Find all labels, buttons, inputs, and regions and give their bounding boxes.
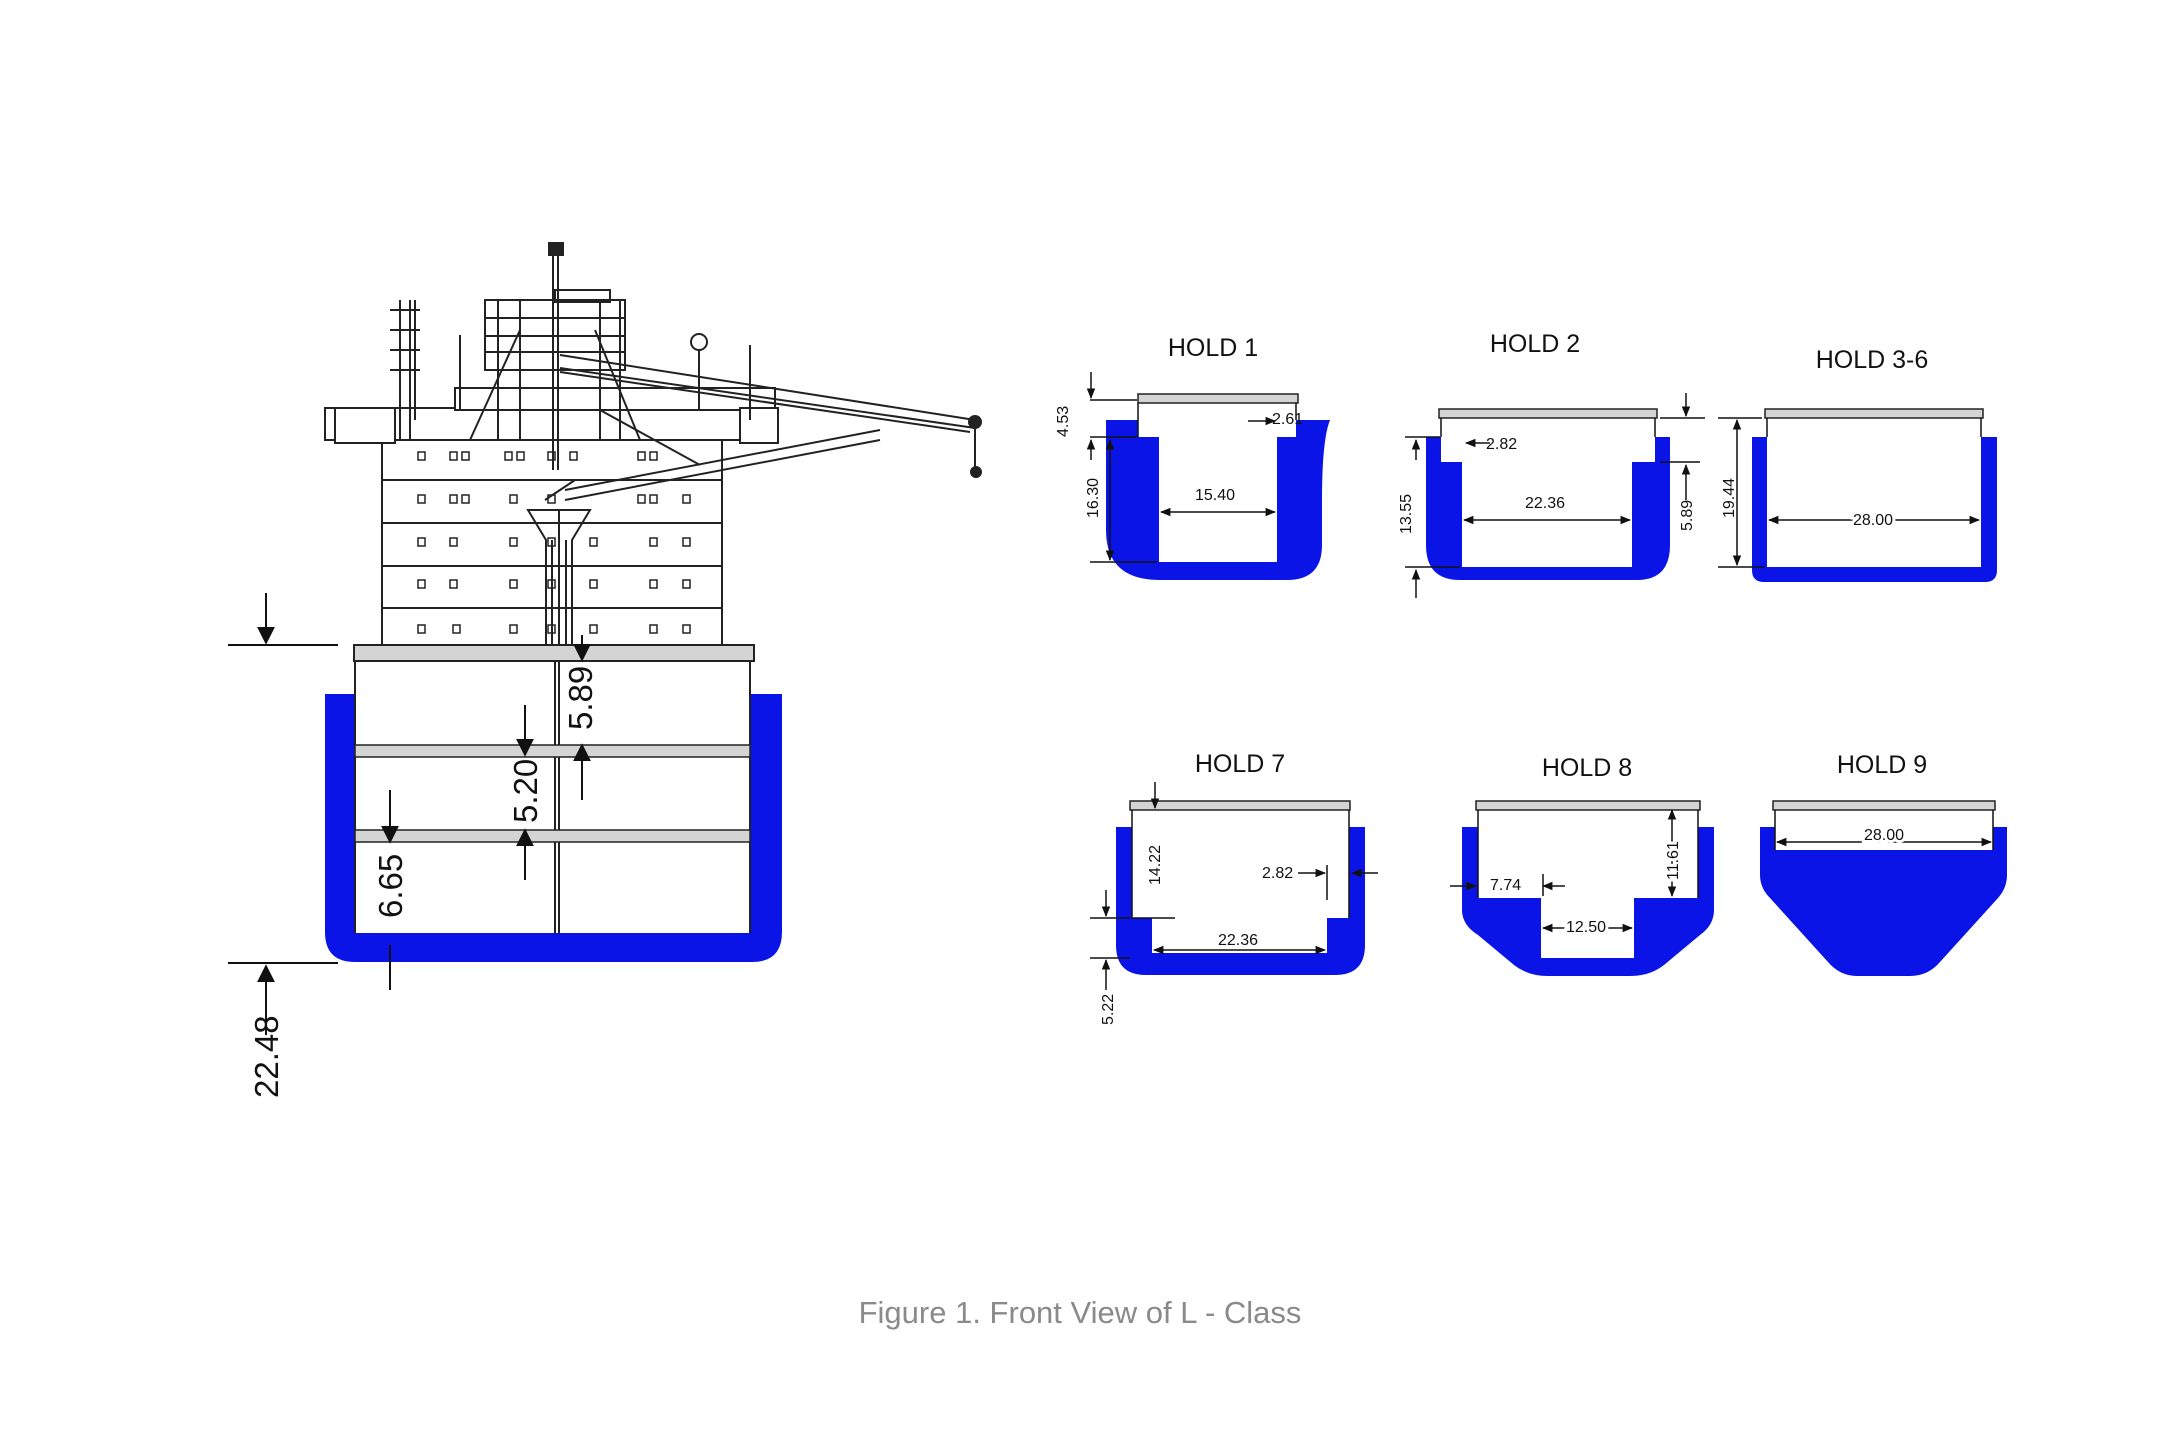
- hold-2-dim-b: 13.55: [1398, 494, 1415, 534]
- front-view: 22.48 6.65 5.20 5.89: [228, 242, 982, 1098]
- hold-2: HOLD 2 2.82 13.55 22.36 5.89: [1398, 330, 1705, 598]
- hold-2-dim-c: 22.36: [1525, 495, 1565, 512]
- hold-8: HOLD 8 7.74 11.61 12.50: [1450, 754, 1714, 976]
- hold-9: HOLD 9 28.00: [1760, 751, 2007, 976]
- hold-8-dim-a: 7.74: [1490, 877, 1521, 894]
- hatch-cover-upper: [354, 744, 751, 758]
- hold-interior: [354, 661, 751, 933]
- dim-middle-label: 5.20: [507, 759, 544, 823]
- hold-7: HOLD 7 14.22 2.82 22.36 5.22: [1090, 750, 1378, 1025]
- dim-depth-label: 22.48: [248, 1015, 285, 1098]
- hold-3-6: HOLD 3-6 19.44 28.00: [1718, 346, 1997, 582]
- hold-2-dim-d: 5.89: [1679, 500, 1696, 531]
- figure-caption: Figure 1. Front View of L - Class: [858, 1295, 1302, 1330]
- hull: [325, 694, 782, 962]
- hold-7-dim-a: 14.22: [1147, 845, 1164, 885]
- hold-7-dim-b: 2.82: [1262, 865, 1293, 882]
- hold-3-6-hull: [1752, 437, 1997, 582]
- superstructure: [324, 387, 779, 646]
- dim-lower-label: 6.65: [372, 854, 409, 918]
- hold-1: HOLD 1 4.53 16.30 15.40 2.61: [1055, 334, 1330, 580]
- hold-8-hull: [1462, 827, 1714, 976]
- hold-7-dim-c: 22.36: [1218, 932, 1258, 949]
- hold-8-dim-c: 12.50: [1566, 919, 1606, 936]
- hold-1-dim-d: 2.61: [1272, 411, 1303, 428]
- hold-1-dim-a: 4.53: [1055, 406, 1072, 437]
- hold-1-dim-b: 16.30: [1085, 478, 1102, 518]
- main-deck: [353, 644, 755, 662]
- hold-8-dim-b: 11.61: [1665, 841, 1682, 880]
- hold-3-6-title: HOLD 3-6: [1816, 346, 1929, 374]
- hold-3-6-dim-b: 28.00: [1853, 512, 1893, 529]
- mast-rigging: [390, 242, 982, 935]
- hold-9-hull: [1760, 827, 2007, 976]
- hold-3-6-dim-a: 19.44: [1721, 478, 1738, 518]
- dim-upper-label: 5.89: [562, 666, 599, 730]
- hatch-cover-lower: [354, 829, 751, 843]
- hold-9-dim-a: 28.00: [1864, 827, 1904, 844]
- hold-2-dim-a: 2.82: [1486, 436, 1517, 453]
- hold-9-title: HOLD 9: [1837, 751, 1927, 779]
- hold-7-title: HOLD 7: [1195, 750, 1285, 778]
- hold-7-dim-d: 5.22: [1100, 994, 1117, 1025]
- hold-2-hull: [1426, 437, 1670, 580]
- hold-2-title: HOLD 2: [1490, 330, 1580, 358]
- front-view-dimensions: [228, 593, 591, 1035]
- hold-8-title: HOLD 8: [1542, 754, 1632, 782]
- hold-1-dim-c: 15.40: [1195, 487, 1235, 504]
- hold-1-title: HOLD 1: [1168, 334, 1258, 362]
- hold-7-hull: [1116, 827, 1365, 975]
- hold-1-hull: [1106, 420, 1330, 580]
